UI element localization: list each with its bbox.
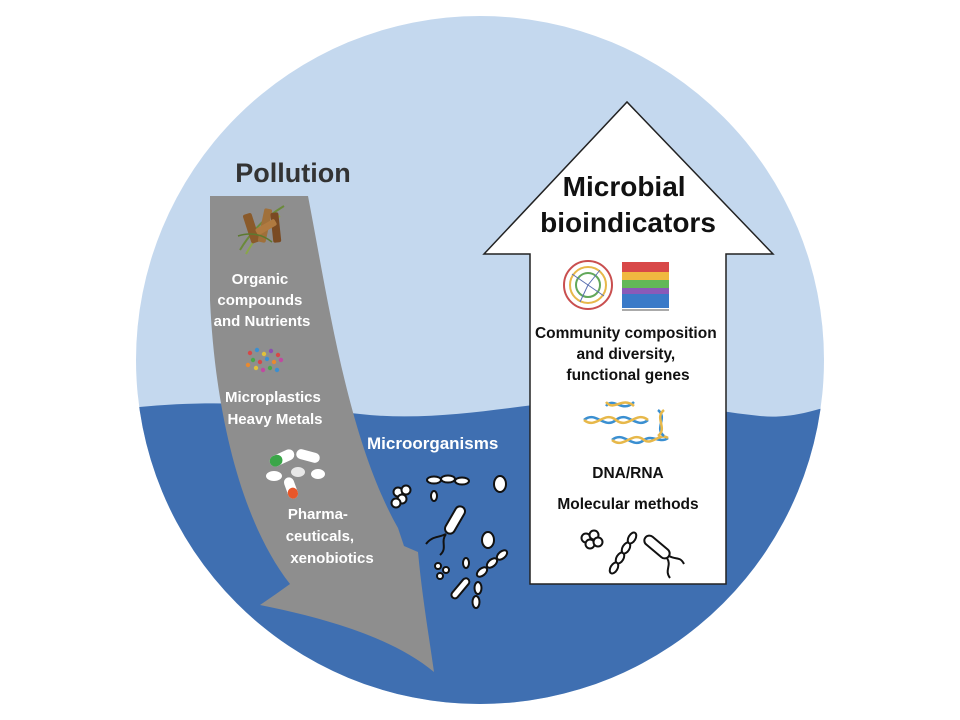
- bioindicator-arrow: [482, 100, 775, 585]
- organic-compounds-label: Organic compounds and Nutrients: [214, 271, 311, 330]
- bioindicators-title: Microbial bioindicators: [540, 171, 716, 238]
- bacteria-icon: [580, 529, 685, 579]
- pollution-arrow: [210, 196, 434, 672]
- bioindicator-arrow-shape: [482, 100, 775, 585]
- microbes-icon: [390, 474, 509, 609]
- dna-rna-label: DNA/RNA: [592, 465, 663, 482]
- organic-matter-icon: [237, 205, 285, 255]
- molecular-methods-label: Molecular methods: [557, 496, 698, 513]
- microplastics-label: Microplastics Heavy Metals: [225, 389, 325, 428]
- pills-icon: [266, 449, 325, 499]
- microplastic-particles-icon: [245, 347, 284, 373]
- dna-helix-icon: [583, 401, 669, 445]
- microorganisms-label: Microorganisms: [367, 434, 498, 453]
- community-composition-label: Community composition and diversity, fun…: [535, 325, 721, 384]
- pharmaceuticals-label: Pharma- ceuticals, xenobiotics: [286, 506, 374, 567]
- pollution-title: Pollution: [235, 158, 350, 188]
- community-charts-icon: [563, 260, 669, 311]
- pollution-arrow-shape: [210, 196, 434, 672]
